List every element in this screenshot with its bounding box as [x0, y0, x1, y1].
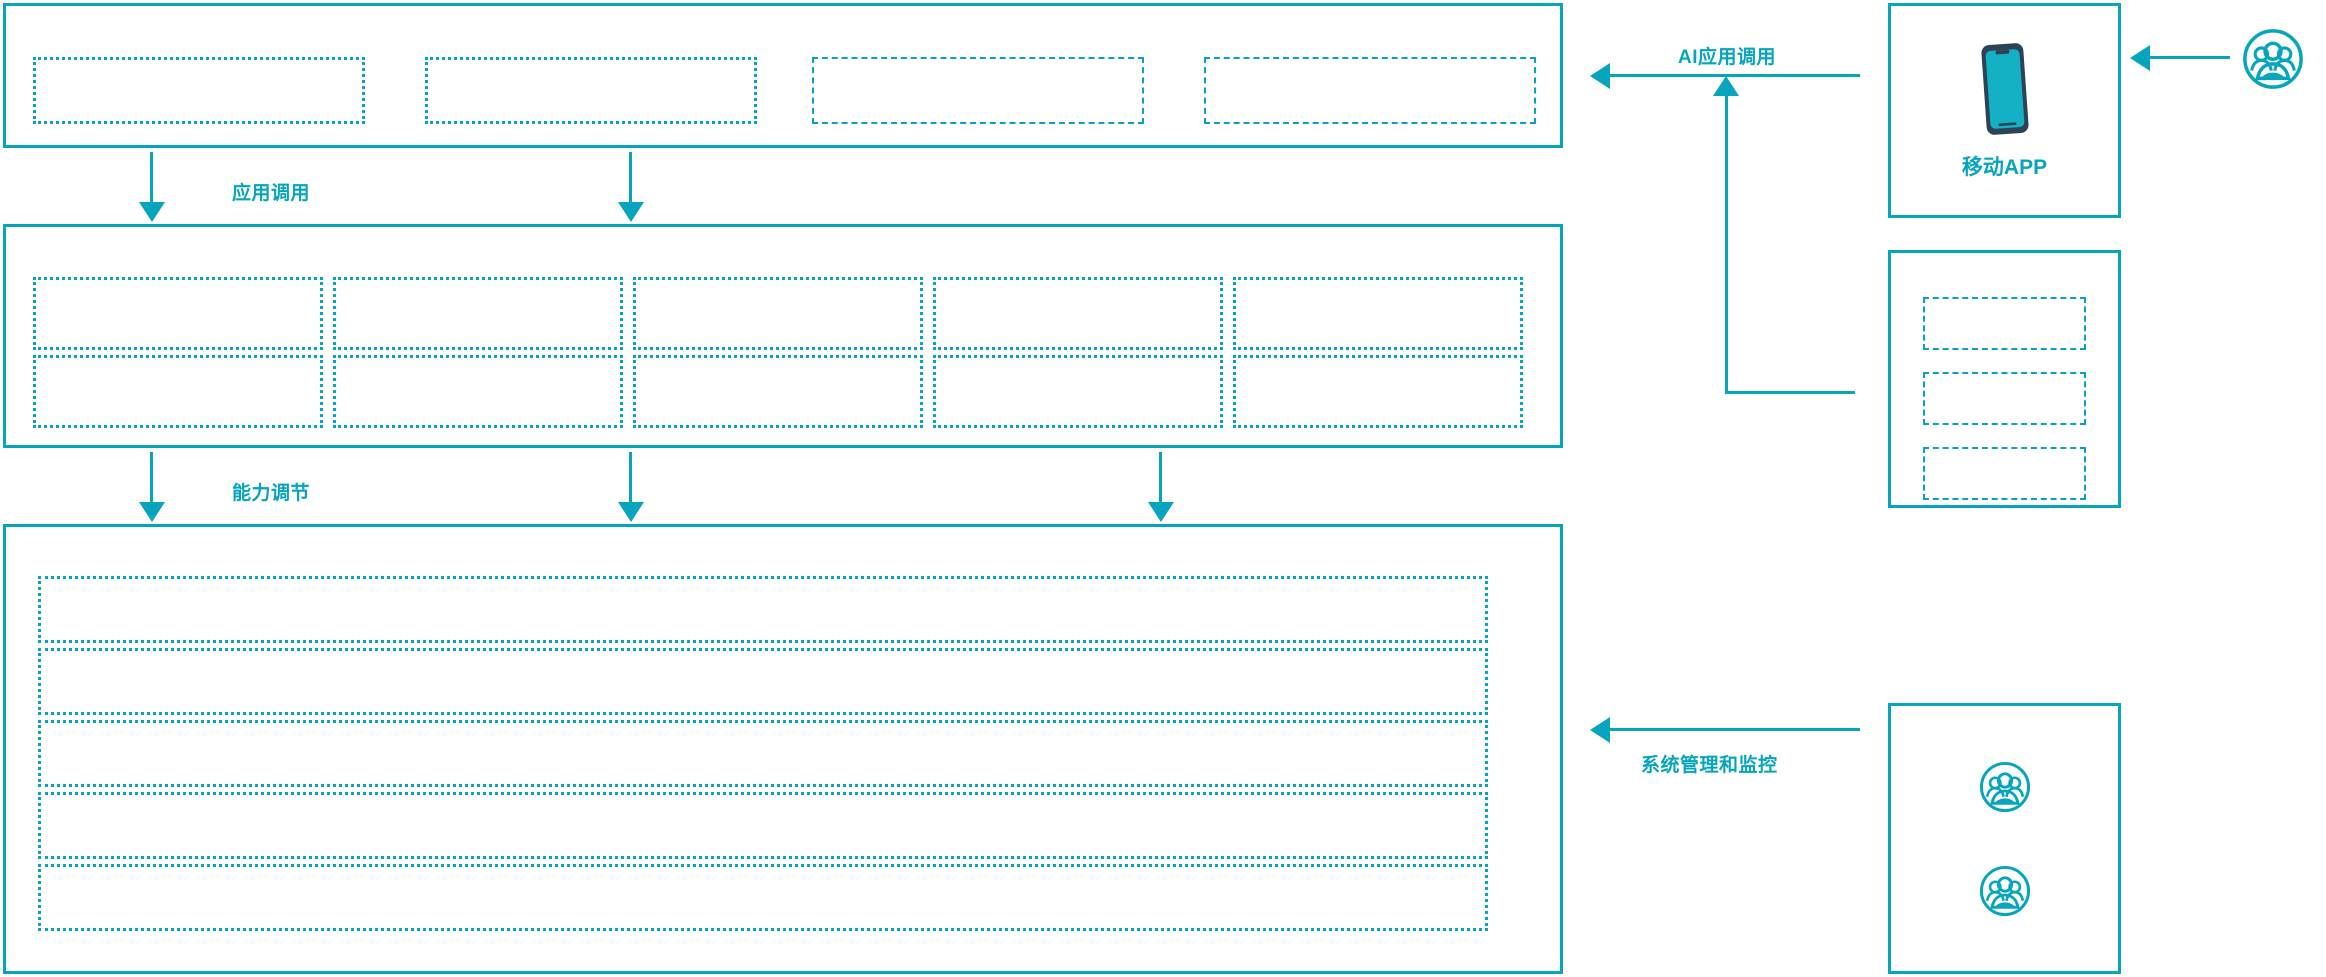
arrow-shaft	[150, 452, 153, 504]
arrow-shaft	[150, 152, 153, 204]
elbow-horizontal-segment	[1725, 391, 1855, 394]
arrow-shaft	[1159, 452, 1162, 504]
users-panel[interactable]	[1888, 703, 2121, 974]
capability-to-ai-arrow-head	[1713, 76, 1739, 100]
arrow-head	[2130, 45, 2150, 71]
app-call-arrow-1	[139, 152, 165, 222]
arrow-shaft	[2146, 56, 2230, 59]
app-call-label: 应用调用	[232, 183, 311, 204]
platform-row-2[interactable]	[38, 648, 1488, 715]
users-stack	[1979, 761, 2031, 917]
users-group-icon-1[interactable]	[1979, 761, 2031, 813]
channel-item-1[interactable]	[1923, 297, 2086, 350]
application-box-4[interactable]	[1204, 57, 1536, 124]
application-box-1[interactable]	[33, 57, 365, 124]
application-box-3[interactable]	[812, 57, 1144, 124]
users-group-icon-2[interactable]	[1979, 865, 2031, 917]
application-box-2[interactable]	[425, 57, 757, 124]
platform-layer-panel	[3, 524, 1563, 974]
smartphone-icon	[1978, 41, 2032, 137]
capability-adjust-arrow-2	[618, 452, 644, 522]
platform-row-4[interactable]	[38, 792, 1488, 859]
arrow-head	[1590, 717, 1610, 743]
capability-box-r1c4[interactable]	[933, 277, 1223, 350]
system-admin-monitor-arrow	[1590, 717, 1860, 743]
arrow-head	[618, 202, 644, 222]
ai-app-call-arrow	[1590, 63, 1860, 89]
capability-adjust-arrow-1	[139, 452, 165, 522]
platform-row-3[interactable]	[38, 720, 1488, 787]
channel-panel	[1888, 250, 2121, 508]
external-user-actor[interactable]	[2242, 28, 2304, 90]
arrow-head	[1713, 76, 1739, 96]
arrow-shaft	[1608, 74, 1860, 77]
users-group-icon	[2243, 29, 2303, 89]
ai-app-call-label: AI应用调用	[1678, 47, 1777, 68]
capability-to-ai-elbow	[1725, 76, 1855, 396]
app-call-arrow-2	[618, 152, 644, 222]
channel-item-3[interactable]	[1923, 447, 2086, 500]
capability-box-r2c5[interactable]	[1233, 355, 1523, 428]
arrow-shaft	[629, 152, 632, 204]
capability-layer-panel	[3, 224, 1563, 448]
capability-box-r1c5[interactable]	[1233, 277, 1523, 350]
external-user-to-app-arrow	[2130, 45, 2230, 71]
arrow-head	[139, 502, 165, 522]
arrow-head	[618, 502, 644, 522]
capability-adjust-label: 能力调节	[232, 483, 311, 504]
system-admin-monitor-label: 系统管理和监控	[1641, 755, 1778, 776]
arrow-head	[1148, 502, 1174, 522]
mobile-app-caption: 移动APP	[1961, 155, 2048, 179]
capability-box-r1c1[interactable]	[33, 277, 323, 350]
platform-row-5[interactable]	[38, 864, 1488, 931]
capability-box-r2c3[interactable]	[633, 355, 923, 428]
capability-box-r1c2[interactable]	[333, 277, 623, 350]
capability-box-r2c4[interactable]	[933, 355, 1223, 428]
arrow-shaft	[629, 452, 632, 504]
elbow-vertical-segment	[1725, 94, 1728, 394]
arrow-head	[139, 202, 165, 222]
arrow-shaft	[1608, 728, 1860, 731]
mobile-app-panel[interactable]: 移动APP	[1888, 3, 2121, 218]
capability-adjust-arrow-3	[1148, 452, 1174, 522]
capability-box-r1c3[interactable]	[633, 277, 923, 350]
capability-box-r2c1[interactable]	[33, 355, 323, 428]
capability-box-r2c2[interactable]	[333, 355, 623, 428]
platform-row-1[interactable]	[38, 576, 1488, 643]
arrow-head	[1590, 63, 1610, 89]
channel-item-2[interactable]	[1923, 372, 2086, 425]
